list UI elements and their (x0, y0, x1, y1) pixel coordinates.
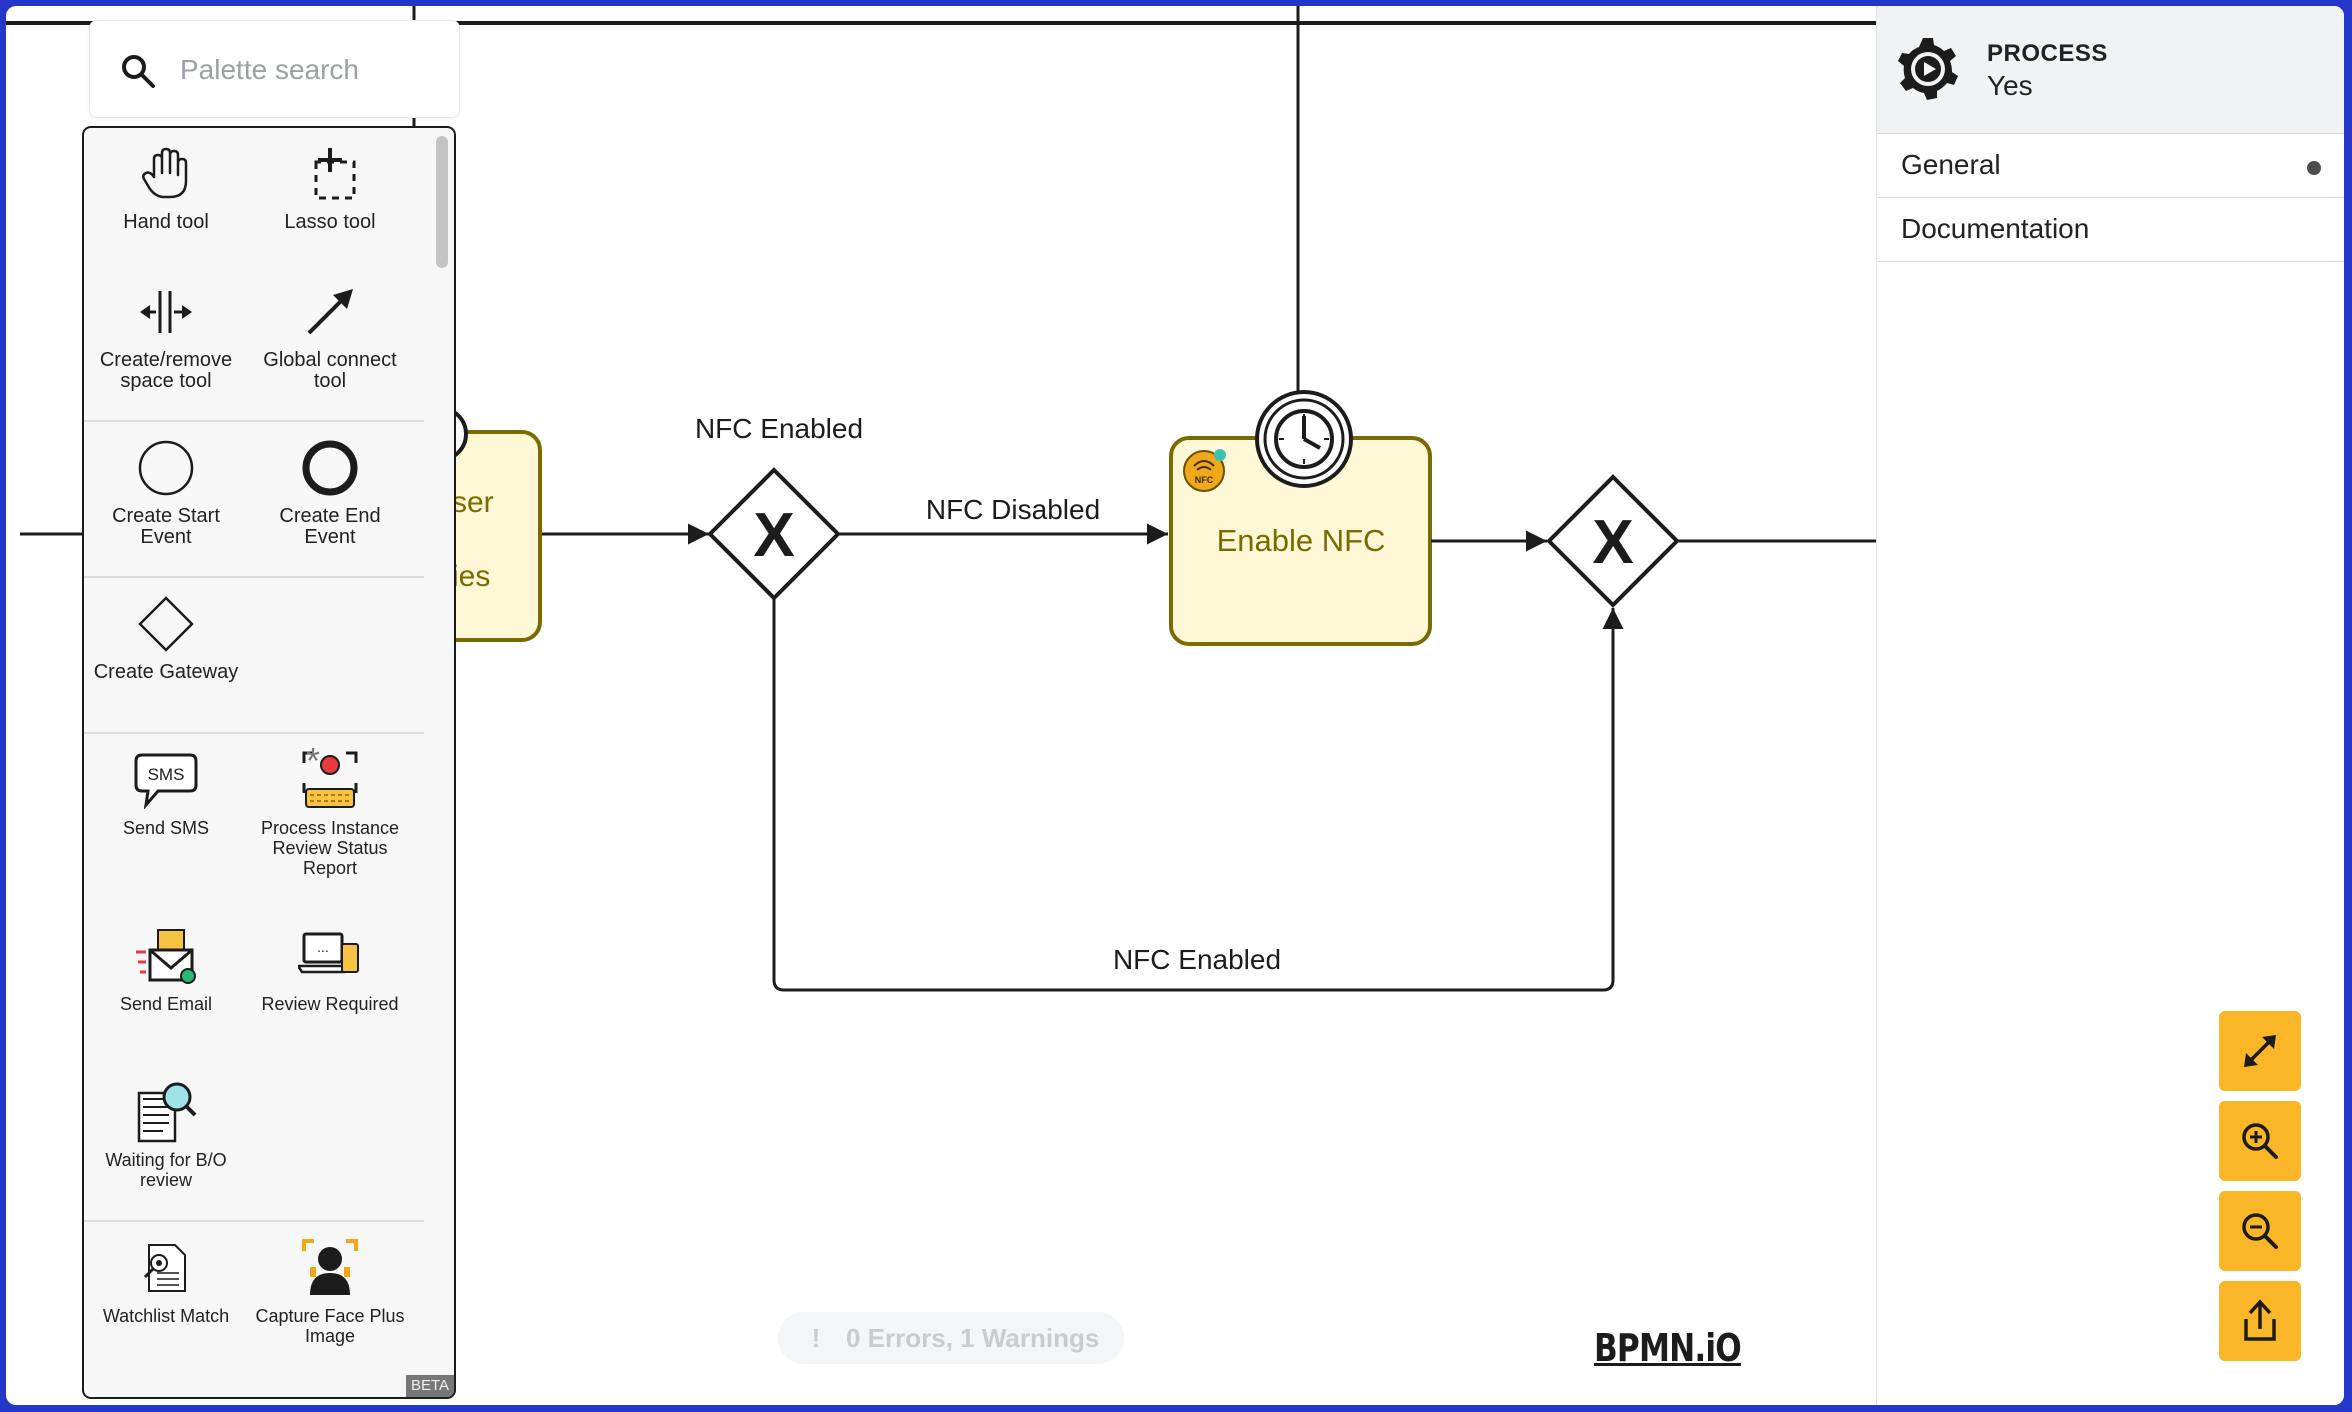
palette-scrollbar[interactable] (436, 136, 448, 268)
palette-hand-tool-label: Hand tool (123, 211, 209, 233)
palette-search-box[interactable] (89, 20, 460, 118)
palette-lasso-tool[interactable]: Lasso tool (248, 128, 412, 278)
zoom-out-button[interactable] (2219, 1191, 2301, 1271)
palette-watchlist-match[interactable]: Watchlist Match (84, 1222, 248, 1346)
palette-send-email[interactable]: Send Email (84, 910, 248, 1066)
watchlist-icon (143, 1244, 186, 1292)
zoom-out-icon (2242, 1213, 2278, 1249)
properties-header: PROCESS Yes (1877, 6, 2344, 134)
svg-text:...: ... (317, 939, 329, 955)
zoom-in-icon (2242, 1123, 2278, 1159)
palette-group-custom: * SMS Send SMS (84, 734, 424, 1222)
bpmn-io-logo[interactable]: BPMN.iO (1594, 1326, 1742, 1370)
end-event-icon (302, 440, 358, 496)
palette-capture-face[interactable]: Capture Face Plus Image (248, 1222, 412, 1346)
connect-arrow-icon (307, 289, 353, 335)
palette-start-event-label: Create Start Event (112, 505, 220, 548)
export-button[interactable] (2219, 1281, 2301, 1361)
zoom-in-button[interactable] (2219, 1101, 2301, 1181)
nfc-icon: NFC (1183, 449, 1226, 492)
palette-group-more: Watchlist Match Capture F (84, 1222, 424, 1382)
palette-create-start-event[interactable]: Create Start Event (84, 422, 248, 548)
group-data-marker (2307, 161, 2321, 175)
palette-group-tools: Hand tool Lasso tool (84, 128, 424, 422)
timer-icon (1274, 409, 1334, 469)
palette-create-gateway[interactable]: Create Gateway (84, 578, 248, 683)
palette-capture-face-label: Capture Face Plus Image (255, 1306, 405, 1346)
lasso-icon (314, 148, 356, 200)
hand-icon (142, 147, 188, 199)
face-capture-icon (302, 1239, 358, 1295)
gateway-marker: X (753, 501, 794, 570)
group-general-label: General (1901, 149, 2001, 180)
linting-status[interactable]: ! 0 Errors, 1 Warnings (778, 1312, 1124, 1364)
palette-entries: Hand tool Lasso tool (84, 128, 424, 1397)
palette-favorite-star: * (306, 740, 321, 781)
exclusive-gateway-1[interactable]: X (707, 467, 841, 601)
process-gear-icon (1898, 38, 1958, 100)
palette-waiting-review-label: Waiting for B/O review (105, 1150, 227, 1190)
search-icon (122, 55, 155, 88)
palette-send-sms-label: Send SMS (122, 818, 210, 838)
group-general[interactable]: General (1877, 134, 2344, 198)
element-type: PROCESS (1987, 40, 2108, 67)
report-icon (302, 751, 358, 808)
flow-label-nfc-disabled: NFC Disabled (926, 494, 1100, 525)
palette-review-required-label: Review Required (261, 994, 399, 1014)
palette-watchlist-label: Watchlist Match (102, 1306, 230, 1326)
palette-status-report[interactable]: Process Instance Review Status Report (248, 734, 412, 910)
palette-waiting-review[interactable]: Waiting for B/O review (84, 1066, 248, 1220)
gateway-1-label: NFC Enabled (695, 413, 863, 444)
flow-label-nfc-enabled: NFC Enabled (1113, 944, 1281, 975)
space-tool-icon (140, 291, 192, 333)
gateway-2-marker: X (1592, 508, 1633, 577)
palette-send-email-label: Send Email (119, 994, 213, 1014)
start-event-icon (138, 440, 194, 496)
exclusive-gateway-2[interactable]: X (1546, 474, 1680, 608)
palette-send-sms[interactable]: SMS Send SMS (84, 734, 248, 910)
palette-group-events: Create Start Event Create End Event (84, 422, 424, 578)
sequence-flow-nfc-enabled[interactable] (772, 599, 1624, 992)
nfc-icon-text: NFC (1195, 475, 1214, 485)
beta-badge: BETA (406, 1375, 454, 1397)
document-search-icon (137, 1082, 197, 1143)
palette-connect-tool-label: Global connect tool (263, 349, 397, 392)
palette-connect-tool[interactable]: Global connect tool (248, 278, 412, 420)
palette-search-input[interactable] (178, 43, 442, 97)
palette-review-required[interactable]: ... Review Required (248, 910, 412, 1066)
warning-icon: ! (811, 1322, 821, 1353)
group-documentation-label: Documentation (1901, 213, 2090, 244)
palette-lasso-tool-label: Lasso tool (284, 211, 376, 233)
partial-task-line-2: ies (452, 560, 490, 593)
modeler-window: ser ies X NFC Enabled NFC Disabled Enabl… (6, 6, 2344, 1405)
palette-status-report-label: Process Instance Review Status Report (260, 818, 400, 878)
expand-arrows-icon (2244, 1035, 2276, 1067)
export-icon (2244, 1299, 2276, 1341)
palette-hand-tool[interactable]: Hand tool (84, 128, 248, 278)
task-enable-nfc[interactable]: Enable NFC NFC (1169, 436, 1432, 646)
group-documentation[interactable]: Documentation (1877, 198, 2344, 262)
palette-gateway-label: Create Gateway (93, 661, 239, 683)
palette-space-tool[interactable]: Create/remove space tool (84, 278, 248, 420)
sms-badge-text: SMS (148, 765, 185, 784)
task-enable-nfc-label: Enable NFC (1217, 523, 1386, 558)
linting-text: 0 Errors, 1 Warnings (846, 1322, 1100, 1353)
palette-create-end-event[interactable]: Create End Event (248, 422, 412, 548)
sms-bubble-icon: SMS (134, 753, 198, 809)
partial-task-line-1: ser (452, 486, 494, 519)
palette-group-gateways: Create Gateway (84, 578, 424, 734)
timer-boundary-event[interactable] (1255, 390, 1353, 488)
email-icon (136, 929, 196, 984)
palette: Hand tool Lasso tool (82, 126, 456, 1399)
review-laptop-icon: ... (298, 932, 359, 974)
element-name: Yes (1987, 70, 2033, 101)
palette-end-event-label: Create End Event (279, 505, 381, 548)
fit-viewport-button[interactable] (2219, 1011, 2301, 1091)
gateway-icon (138, 596, 194, 652)
palette-space-tool-label: Create/remove space tool (99, 349, 233, 392)
